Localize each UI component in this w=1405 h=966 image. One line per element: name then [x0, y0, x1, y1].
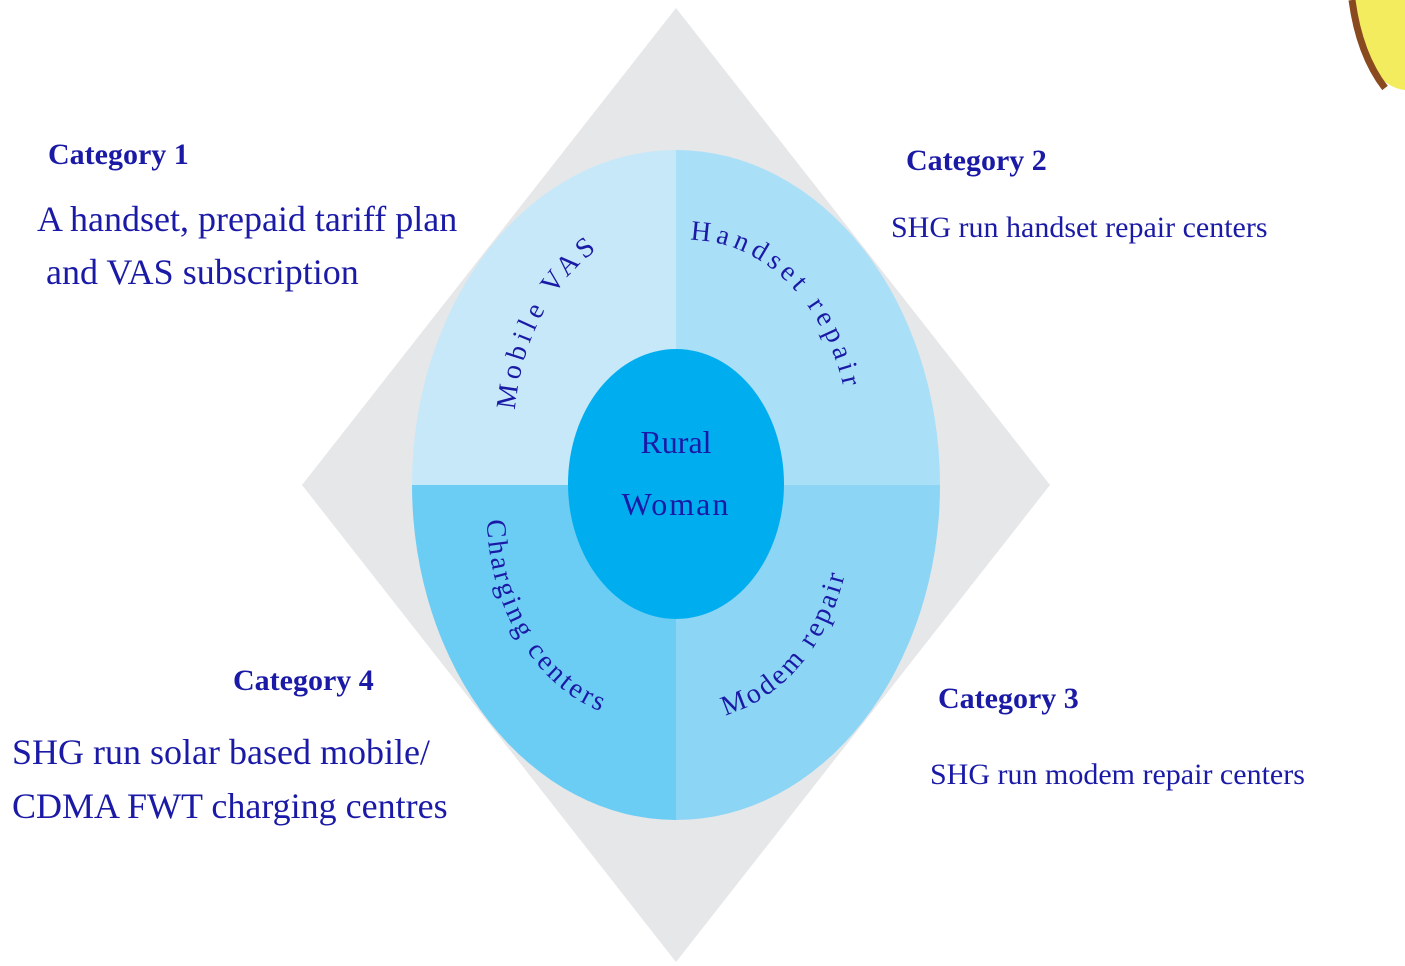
corner-decoration: [1348, 0, 1405, 91]
center-label-line1: Rural: [640, 424, 711, 460]
category-4-text-line2: CDMA FWT charging centres: [12, 786, 448, 826]
category-3-text-line1: SHG run modem repair centers: [930, 758, 1305, 791]
center-hub: [568, 349, 784, 619]
category-2-text-line1: SHG run handset repair centers: [891, 211, 1268, 244]
category-1-text-line2: and VAS subscription: [46, 252, 359, 292]
category-3-title: Category 3: [938, 682, 1079, 715]
category-4-title: Category 4: [233, 664, 374, 697]
category-1-title: Category 1: [48, 138, 189, 171]
center-label-line2: Woman: [622, 486, 731, 522]
category-2-title: Category 2: [906, 144, 1047, 177]
category-1-text-line1: A handset, prepaid tariff plan: [37, 199, 458, 239]
category-4-text-line1: SHG run solar based mobile/: [12, 732, 430, 772]
